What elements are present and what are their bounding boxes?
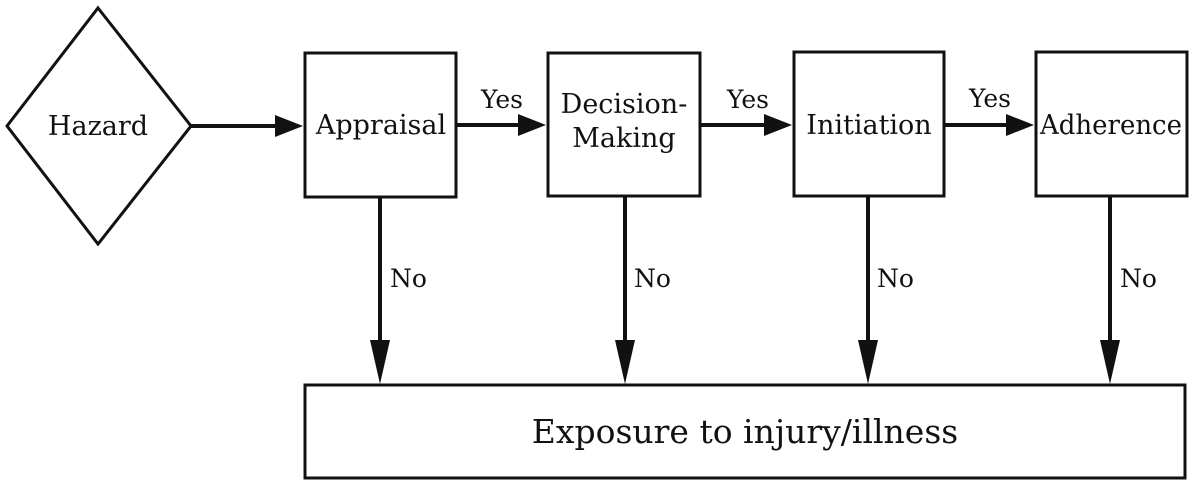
arrowhead-right-icon [764, 114, 792, 136]
edge-decision-initiation: Yes [700, 85, 792, 136]
edge-label-yes: Yes [480, 85, 523, 114]
edge-appraisal-exposure: No [370, 197, 427, 384]
edge-hazard-appraisal [191, 115, 303, 137]
arrowhead-down-icon [370, 340, 390, 384]
hazard-label: Hazard [48, 111, 148, 142]
arrowhead-right-icon [1006, 114, 1034, 136]
hazard-diamond [5, 5, 193, 247]
decision-making-box [546, 51, 702, 198]
edge-label-no: No [390, 264, 427, 293]
arrowhead-right-icon [275, 115, 303, 137]
arrowhead-down-icon [858, 340, 878, 384]
arrowhead-down-icon [1100, 340, 1120, 384]
edge-label-no: No [877, 264, 914, 293]
appraisal-box [303, 51, 458, 199]
decision-making-label-line-2: Making [572, 123, 675, 154]
node-initiation: Initiation [792, 50, 946, 198]
decision-making-label-line-1: Decision- [561, 89, 688, 120]
edge-label-yes: Yes [726, 85, 769, 114]
edge-appraisal-decision: Yes [456, 85, 546, 136]
node-adherence: Adherence [1034, 50, 1189, 198]
arrowhead-right-icon [518, 114, 546, 136]
adherence-box [1034, 50, 1189, 198]
edge-initiation-adherence: Yes [944, 84, 1034, 136]
edge-label-no: No [634, 264, 671, 293]
node-hazard: Hazard [5, 5, 193, 247]
edge-initiation-exposure: No [858, 196, 914, 384]
node-decision-making: Decision- Making [546, 51, 702, 198]
exposure-box [303, 383, 1187, 480]
edge-decision-exposure: No [615, 196, 671, 384]
arrowhead-down-icon [615, 340, 635, 384]
node-appraisal: Appraisal [303, 51, 458, 199]
appraisal-label: Appraisal [315, 110, 446, 141]
node-exposure: Exposure to injury/illness [303, 383, 1187, 480]
adherence-label: Adherence [1039, 110, 1182, 141]
initiation-box [792, 50, 946, 198]
edge-label-no: No [1120, 264, 1157, 293]
initiation-label: Initiation [806, 110, 931, 141]
edge-label-yes: Yes [968, 84, 1011, 113]
exposure-label: Exposure to injury/illness [532, 412, 958, 451]
edge-adherence-exposure: No [1100, 196, 1157, 384]
